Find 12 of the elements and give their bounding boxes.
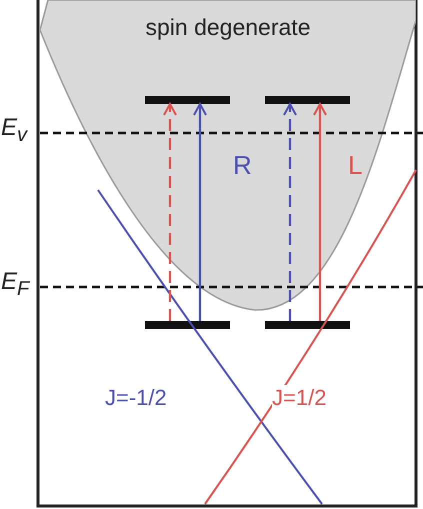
transition-arrow (313, 103, 327, 321)
energy-level-bar (265, 321, 350, 329)
polarization-label: R (233, 150, 252, 181)
energy-level-bar (145, 321, 230, 329)
transition-arrow (193, 103, 207, 321)
transition-arrow (283, 103, 297, 321)
band-label: J=1/2 (272, 385, 326, 410)
energy-level-bar (265, 96, 350, 104)
region-title: spin degenerate (144, 14, 312, 41)
transition-arrow (163, 103, 177, 321)
energy-level-bar (145, 96, 230, 104)
polarization-label: L (348, 150, 362, 181)
